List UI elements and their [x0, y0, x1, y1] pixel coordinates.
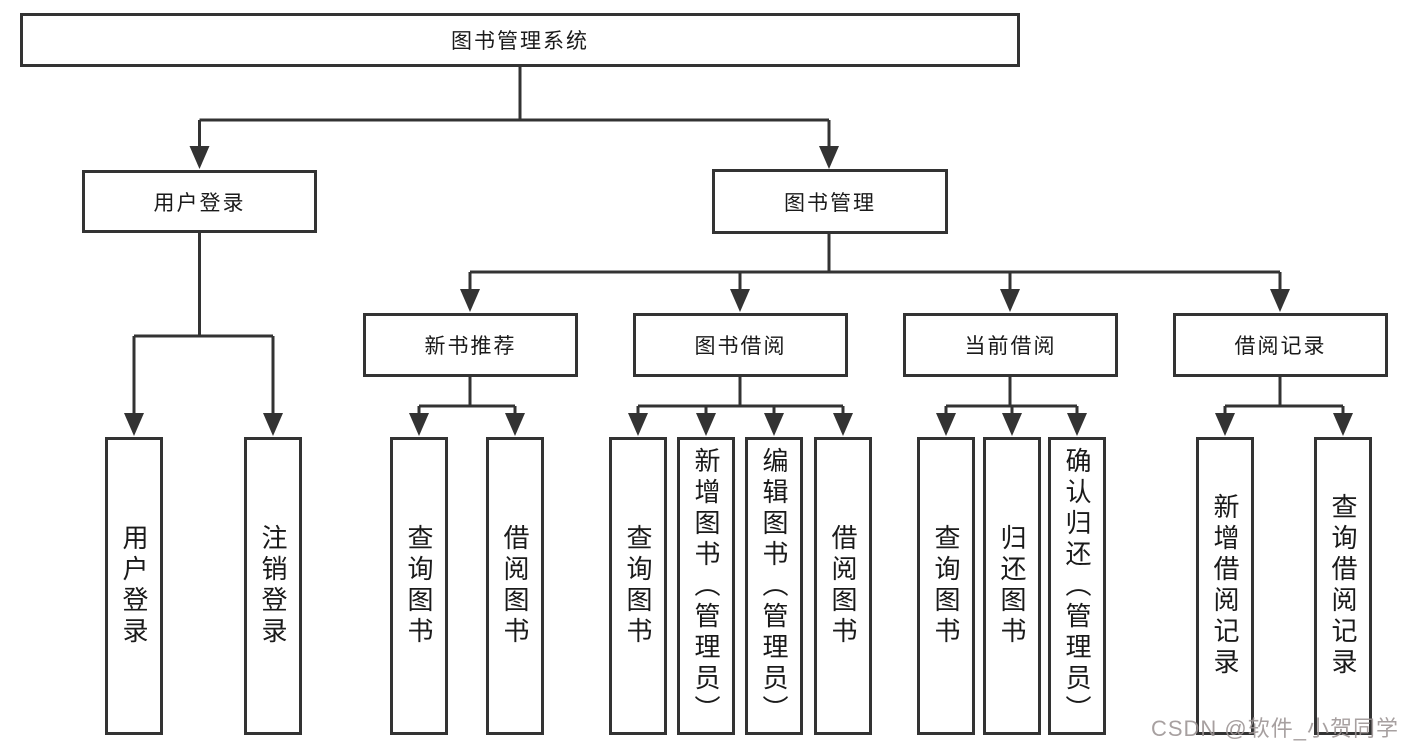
node-user-login: 用户登录 — [82, 170, 317, 233]
node-book-borrowing: 图书借阅 — [633, 313, 848, 377]
node-current-borrowing: 当前借阅 — [903, 313, 1118, 377]
leaf-borrow-books: 借阅图书 — [814, 437, 872, 735]
leaf-confirm-return-admin: 确认归还（管理员） — [1048, 437, 1106, 735]
node-new-book-recommendation: 新书推荐 — [363, 313, 578, 377]
node-library-management-system: 图书管理系统 — [20, 13, 1020, 67]
leaf-query-books-borrowing: 查询图书 — [609, 437, 667, 735]
leaf-query-books-recommend: 查询图书 — [390, 437, 448, 735]
csdn-watermark: CSDN @软件_小贺同学 — [1150, 716, 1399, 741]
leaf-add-borrow-record: 新增借阅记录 — [1196, 437, 1254, 735]
leaf-return-books: 归还图书 — [983, 437, 1041, 735]
leaf-user-login: 用户登录 — [105, 437, 163, 735]
leaf-edit-book-admin: 编辑图书（管理员） — [745, 437, 803, 735]
node-book-management: 图书管理 — [712, 169, 948, 234]
leaf-query-borrow-record: 查询借阅记录 — [1314, 437, 1372, 735]
leaf-add-book-admin: 新增图书（管理员） — [677, 437, 735, 735]
node-borrowing-records: 借阅记录 — [1173, 313, 1388, 377]
leaf-query-books-current: 查询图书 — [917, 437, 975, 735]
leaf-logout: 注销登录 — [244, 437, 302, 735]
leaf-borrow-books-recommend: 借阅图书 — [486, 437, 544, 735]
